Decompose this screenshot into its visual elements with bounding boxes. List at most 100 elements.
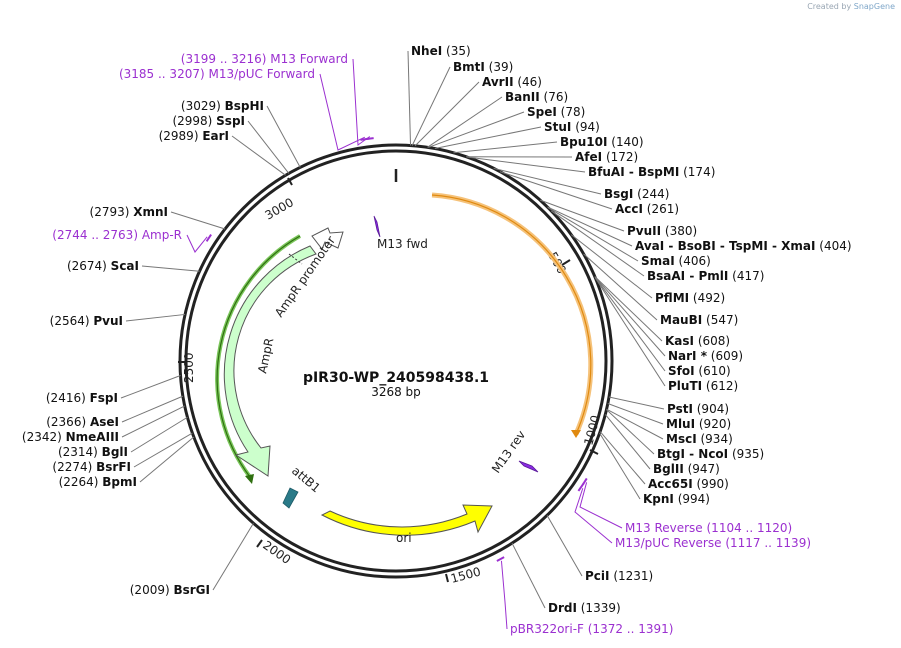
right-site-label: StuI (94) (544, 120, 600, 134)
left-site-name: BsrFI (96, 460, 131, 474)
right-site-connector (539, 199, 625, 232)
right-site-name: KpnI (643, 492, 674, 506)
primer-range: (2744 .. 2763) (52, 228, 142, 242)
right-site-connector (595, 277, 666, 387)
primer-range: (3199 .. 3216) (181, 52, 271, 66)
right-site-position: (39) (485, 60, 513, 74)
right-site-position: (547) (702, 313, 738, 327)
primer-connector (574, 488, 613, 544)
right-site-name: PflMI (655, 291, 689, 305)
right-site-label: NheI (35) (411, 44, 471, 58)
ampr-outer-arc-edge (216, 235, 301, 478)
primer-name: M13 Forward (270, 52, 348, 66)
primer-name: Amp-R (142, 228, 182, 242)
left-site-connector (231, 135, 286, 176)
left-site-name: ScaI (111, 259, 139, 273)
right-site-connector (606, 408, 664, 440)
right-site-connector (594, 276, 666, 357)
left-site-position: (2416) (46, 391, 90, 405)
right-site-name: StuI (544, 120, 571, 134)
left-site-label: (2793) XmnI (90, 205, 168, 219)
right-site-position: (610) (695, 364, 731, 378)
right-site-position: (612) (702, 379, 738, 393)
right-site-label: PflMI (492) (655, 291, 725, 305)
left-site-label: (2274) BsrFI (52, 460, 131, 474)
right-site-label: BfuAI - BspMI (174) (588, 165, 715, 179)
right-site-name: KasI (665, 334, 694, 348)
left-site-position: (2274) (52, 460, 96, 474)
right-site-name: MauBI (660, 313, 702, 327)
right-site-label: KpnI (994) (643, 492, 710, 506)
right-site-label: BsaAI - PmlI (417) (647, 269, 764, 283)
primer-connector (579, 482, 623, 529)
left-site-name: NmeAIII (66, 430, 119, 444)
left-site-position: (2564) (50, 314, 94, 328)
primer-name: M13/pUC Reverse (615, 536, 725, 550)
ampr-divider (288, 253, 303, 265)
right-site-label: Acc65I (990) (648, 477, 729, 491)
right-site-label: PciI (1231) (585, 569, 653, 583)
right-site-label: PstI (904) (667, 402, 729, 416)
primer-bar (496, 556, 505, 562)
right-site-connector (411, 66, 451, 146)
left-site-label: (2314) BglI (58, 445, 128, 459)
right-site-name: BtgI - NcoI (657, 447, 728, 461)
right-site-position: (608) (694, 334, 730, 348)
left-site-label: (2564) PvuI (50, 314, 123, 328)
primer-range: (3185 .. 3207) (119, 67, 209, 81)
primer-connector (500, 560, 508, 630)
right-site-connector (427, 96, 503, 148)
right-site-connector (594, 276, 666, 372)
primer-name: M13/pUC Forward (208, 67, 315, 81)
right-site-label: BmtI (39) (453, 60, 513, 74)
ampr-outer-arrowhead (245, 474, 254, 484)
right-site-connector (428, 111, 525, 148)
left-site-label: (2264) BpmI (59, 475, 137, 489)
right-site-name: NarI * (668, 349, 708, 363)
right-site-label: AccI (261) (615, 202, 679, 216)
primer-name: pBR322ori-F (510, 622, 588, 636)
right-site-name: SpeI (527, 105, 557, 119)
right-site-name: AvaI - BsoBI - TspMI - XmaI (635, 239, 815, 253)
ampr-promoter-arrow (311, 227, 344, 250)
right-site-connector (599, 432, 641, 500)
left-site-connector (247, 120, 290, 174)
primer-bars (205, 137, 588, 562)
right-site-connector (550, 210, 645, 277)
right-site-label: DrdI (1339) (548, 601, 621, 615)
left-site-position: (2009) (130, 583, 174, 597)
right-site-label: SmaI (406) (641, 254, 711, 268)
right-site-position: (492) (689, 291, 725, 305)
ori-arrow (320, 504, 493, 536)
orange-feature-arc-edge (431, 194, 592, 435)
primer-label: M13/pUC Reverse (1117 .. 1139) (615, 536, 811, 550)
right-site-position: (261) (643, 202, 679, 216)
right-site-label: SpeI (78) (527, 105, 585, 119)
right-site-position: (404) (815, 239, 851, 253)
tick-1000 (589, 449, 599, 455)
tick-label-2500: 2500 (182, 352, 196, 383)
snapgene-credit: Created by SnapGene (807, 2, 895, 11)
right-site-label: MauBI (547) (660, 313, 738, 327)
left-site-connector (120, 375, 181, 399)
right-site-label: BtgI - NcoI (935) (657, 447, 764, 461)
left-site-label: (2998) SspI (172, 114, 245, 128)
right-site-name: MluI (666, 417, 695, 431)
right-site-position: (417) (728, 269, 764, 283)
left-site-position: (2264) (59, 475, 103, 489)
tick-3000 (287, 177, 293, 186)
left-site-name: PvuI (93, 314, 123, 328)
attb1-marker (282, 487, 299, 509)
tick-500 (561, 259, 571, 266)
right-site-position: (1231) (610, 569, 654, 583)
right-site-connector (606, 409, 655, 455)
right-site-connector (414, 81, 480, 147)
right-site-position: (406) (675, 254, 711, 268)
right-site-connector (407, 50, 412, 146)
primer-label: M13 Reverse (1104 .. 1120) (625, 521, 792, 535)
left-site-connector (266, 105, 301, 168)
right-site-connector (604, 414, 651, 470)
tick-label-3000: 3000 (263, 195, 296, 222)
left-site-connector (130, 416, 188, 453)
